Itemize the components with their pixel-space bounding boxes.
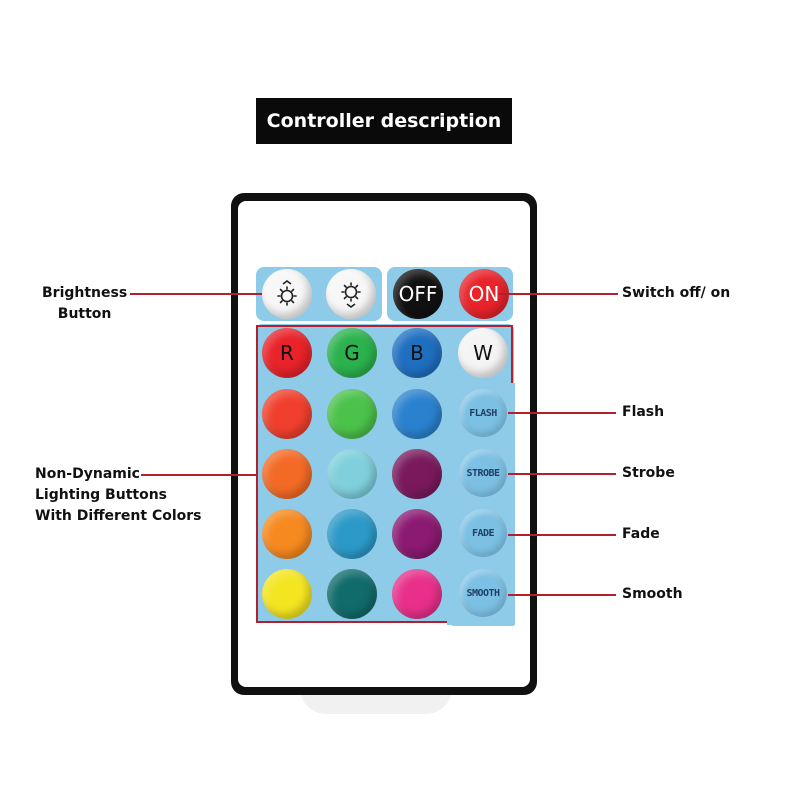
non-dynamic-annotation: Non-Dynamic Lighting Buttons With Differ… [35, 464, 202, 527]
non-dynamic-line1: Non-Dynamic [35, 466, 140, 482]
color-button-r4c3[interactable] [392, 569, 442, 619]
page-title: Controller description [266, 110, 502, 132]
brightness-leader-line [130, 293, 262, 295]
non-dynamic-line2: Lighting Buttons [35, 487, 168, 503]
color-button-r3c1[interactable] [262, 509, 312, 559]
sun-up-icon [277, 280, 297, 306]
brightness-annotation-line1: Brightness [42, 285, 128, 301]
flash-leader-line [508, 412, 616, 414]
switch-leader-line [498, 293, 618, 295]
smooth-button-label: SMOOTH [466, 587, 500, 599]
non-dynamic-leader-line [141, 474, 257, 476]
flash-button-label: FLASH [469, 407, 497, 419]
blue-label: B [410, 341, 424, 365]
smooth-button[interactable]: SMOOTH [459, 569, 507, 617]
switch-annotation: Switch off/ on [622, 285, 731, 301]
blue-button[interactable]: B [392, 328, 442, 378]
smooth-annotation: Smooth [622, 586, 683, 602]
red-button[interactable]: R [262, 328, 312, 378]
brightness-annotation: Brightness Button [42, 283, 127, 325]
color-button-r1c3[interactable] [392, 389, 442, 439]
strobe-leader-line [508, 473, 616, 475]
color-button-r1c2[interactable] [327, 389, 377, 439]
fade-leader-line [508, 534, 616, 536]
off-button[interactable]: OFF [393, 269, 443, 319]
flash-button[interactable]: FLASH [459, 389, 507, 437]
on-label: ON [468, 282, 500, 306]
color-button-r4c1[interactable] [262, 569, 312, 619]
sun-down-icon [341, 282, 361, 308]
smooth-leader-line [508, 594, 616, 596]
fade-button-label: FADE [471, 527, 495, 539]
off-label: OFF [398, 282, 438, 306]
brightness-annotation-line2: Button [57, 306, 112, 322]
strobe-button[interactable]: STROBE [459, 449, 507, 497]
color-button-r3c2[interactable] [327, 509, 377, 559]
color-button-r4c2[interactable] [327, 569, 377, 619]
green-label: G [344, 341, 360, 365]
color-button-r2c3[interactable] [392, 449, 442, 499]
fade-annotation: Fade [622, 526, 660, 542]
brightness-up-button[interactable] [262, 269, 312, 319]
non-dynamic-line3: With Different Colors [35, 508, 202, 524]
white-button[interactable]: W [458, 328, 508, 378]
strobe-annotation: Strobe [622, 465, 675, 481]
red-label: R [280, 341, 294, 365]
flash-annotation: Flash [622, 404, 665, 420]
title-banner: Controller description [256, 98, 512, 144]
color-button-r2c2[interactable] [327, 449, 377, 499]
brightness-down-button[interactable] [326, 269, 376, 319]
fade-button[interactable]: FADE [459, 509, 507, 557]
white-label: W [473, 341, 493, 365]
color-button-r1c1[interactable] [262, 389, 312, 439]
color-button-r2c1[interactable] [262, 449, 312, 499]
strobe-button-label: STROBE [466, 467, 500, 479]
green-button[interactable]: G [327, 328, 377, 378]
color-button-r3c3[interactable] [392, 509, 442, 559]
